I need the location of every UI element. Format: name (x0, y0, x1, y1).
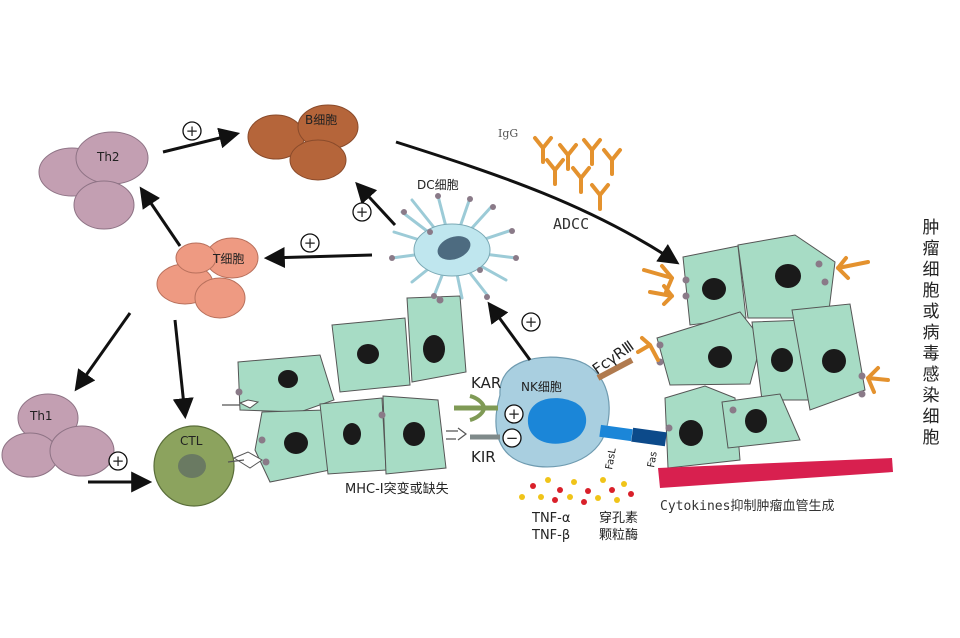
kar-receptor (454, 394, 498, 422)
tnf-b-label: TNF-β (531, 528, 570, 543)
svg-text:+: + (186, 122, 199, 140)
plus-symbol: + (352, 202, 372, 222)
dc-cell (389, 193, 519, 300)
th2-cell-cluster (38, 131, 149, 230)
minus-symbol-nk: − (502, 428, 522, 448)
igg-label: IgG (498, 127, 518, 140)
b-cell-cluster (247, 104, 359, 181)
igg-antibodies (533, 136, 622, 211)
kir-receptor (446, 427, 500, 441)
th1-label: Th1 (29, 409, 53, 423)
kar-label: KAR (471, 374, 501, 392)
arrows (74, 127, 680, 493)
svg-text:−: − (506, 429, 519, 447)
mhc-label: MHC-Ⅰ突变或缺失 (345, 481, 449, 497)
cytokine-bar (658, 458, 893, 488)
granule-dots (519, 477, 634, 505)
fasl-fas-bar (599, 424, 667, 447)
b-cell-label: B细胞 (305, 113, 337, 127)
perforin-label: 穿孔素 (599, 510, 638, 526)
plus-symbol: + (182, 121, 202, 141)
bound-antibodies (636, 256, 890, 394)
t-cell-cluster (156, 237, 259, 319)
tnf-a-label: TNF-α (531, 511, 570, 526)
t-cell-label: T细胞 (212, 252, 244, 266)
nk-cell-label: NK细胞 (521, 380, 562, 394)
plus-symbols: + + + + + + − (108, 121, 541, 471)
target-cells-title: 肿瘤细胞或病毒感染细胞 (922, 218, 940, 448)
plus-symbol: + (300, 233, 320, 253)
ctl-cell (153, 399, 263, 507)
granzyme-label: 颗粒酶 (599, 527, 638, 543)
svg-text:+: + (112, 452, 125, 470)
adcc-label: ADCC (553, 215, 589, 233)
dc-cell-label: DC细胞 (417, 178, 459, 192)
fas-label: Fas (646, 451, 660, 469)
svg-text:+: + (508, 405, 521, 423)
target-cells-left (235, 295, 467, 483)
fasl-label: FasL (604, 447, 619, 471)
plus-symbol: + (108, 451, 128, 471)
th1-cell-cluster (1, 393, 115, 478)
target-cells-right (656, 234, 866, 469)
plus-symbol: + (521, 312, 541, 332)
svg-text:+: + (356, 203, 369, 221)
kir-label: KIR (471, 448, 496, 466)
svg-text:+: + (304, 234, 317, 252)
ctl-label: CTL (180, 434, 203, 448)
plus-symbol-nk: + (504, 404, 524, 424)
cytokines-label: Cytokines抑制肿瘤血管生成 (660, 498, 834, 514)
fcr-receptor (596, 357, 634, 381)
th2-label: Th2 (96, 150, 120, 164)
svg-text:+: + (525, 313, 538, 331)
